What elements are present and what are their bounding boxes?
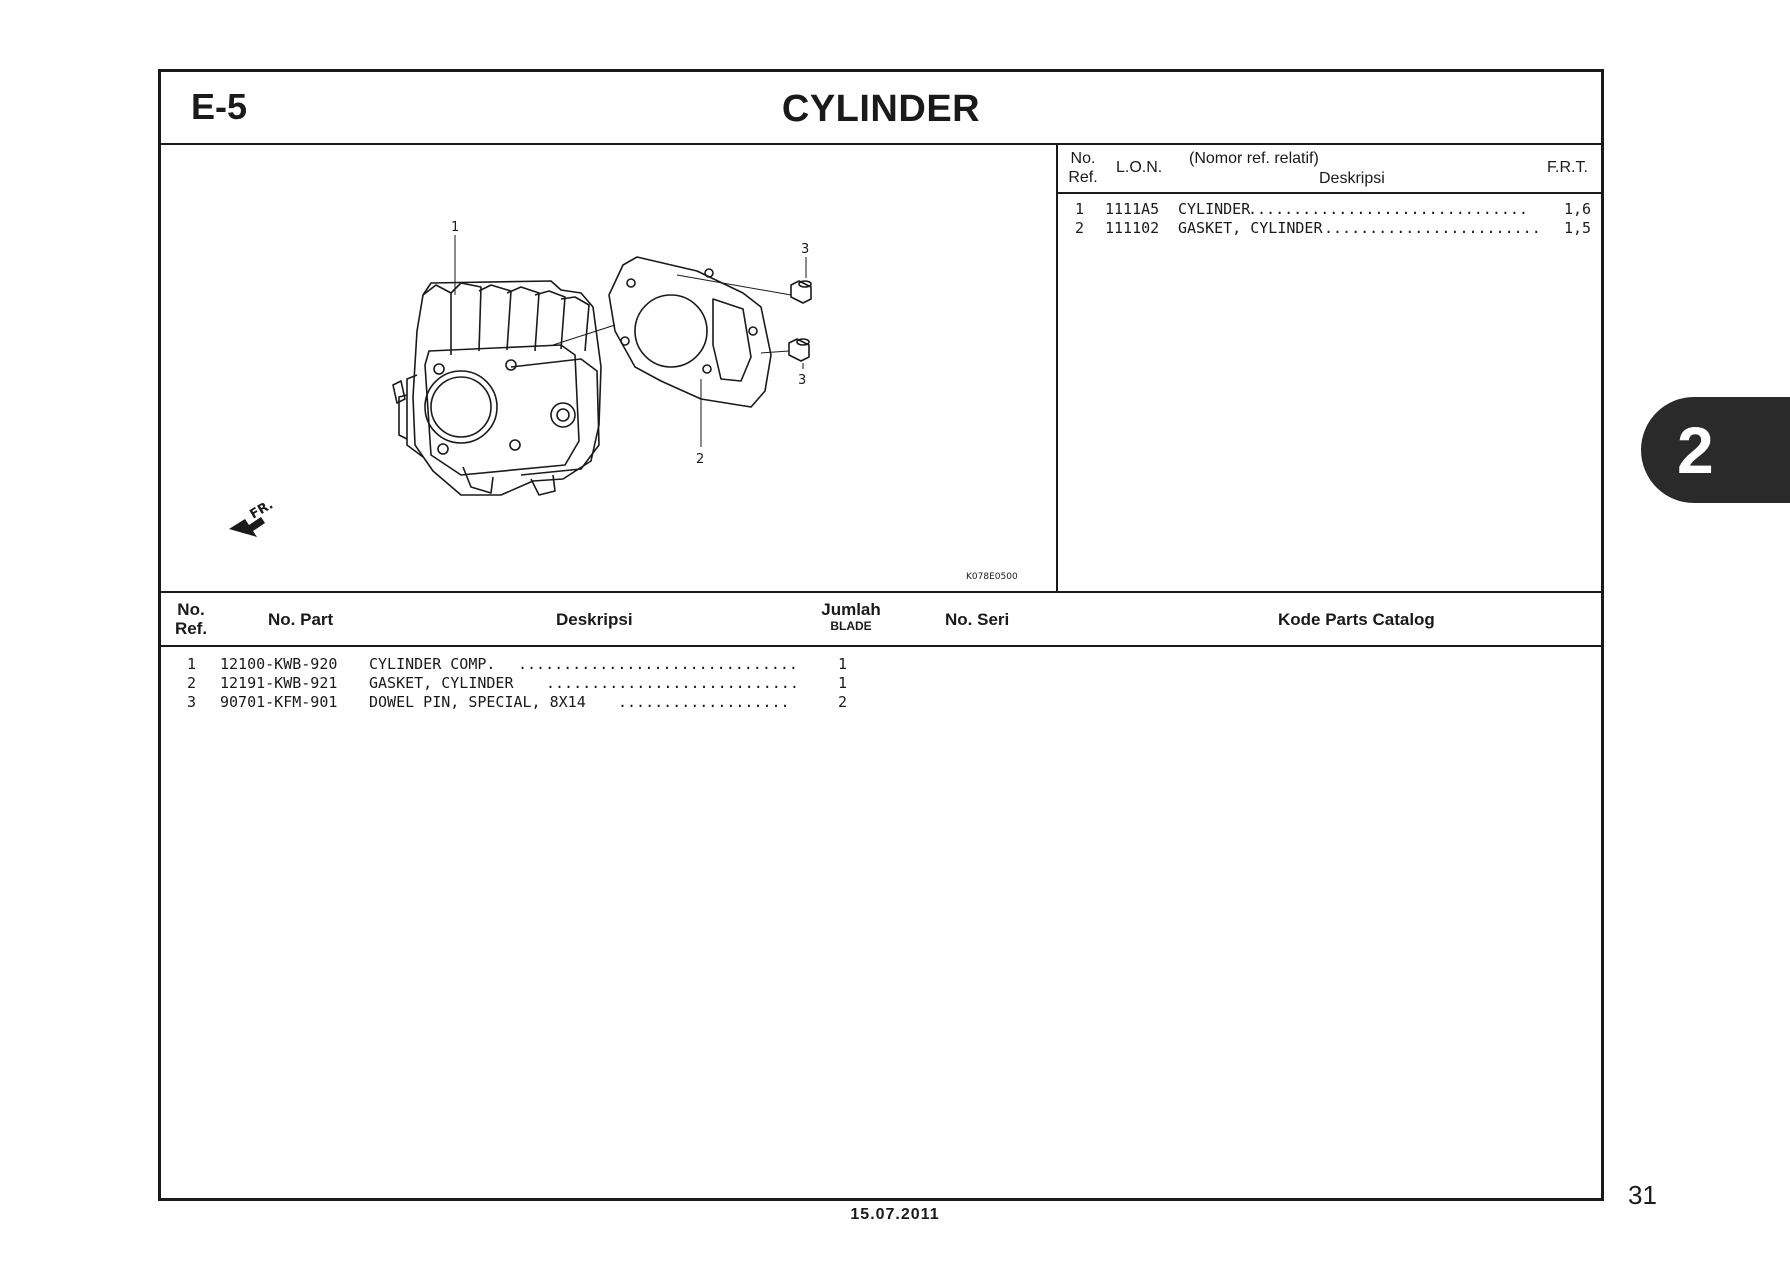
section-tab: 2 xyxy=(1641,397,1790,503)
parts-col-deskripsi: Deskripsi xyxy=(556,610,633,629)
front-arrow-icon xyxy=(229,517,265,537)
parts-col-no-seri: No. Seri xyxy=(945,610,1010,629)
ref-col-no: No. Ref. xyxy=(1068,150,1098,186)
cylinder-block xyxy=(412,280,602,496)
parts-col-no-part: No. Part xyxy=(268,610,334,629)
ref-col-nomor: (Nomor ref. relatif) xyxy=(1189,150,1319,167)
title-divider xyxy=(161,143,1601,145)
exploded-diagram: 1 2 3 3 FR. K078E0500 xyxy=(229,220,1018,582)
ref-col-lon: L.O.N. xyxy=(1116,159,1163,176)
ref-header-divider xyxy=(1056,192,1601,194)
diagram-code: K078E0500 xyxy=(966,572,1018,582)
parts-col-kode: Kode Parts Catalog xyxy=(1278,610,1435,629)
page-number: 31 xyxy=(1628,1180,1657,1210)
section-code: E-5 xyxy=(191,86,248,127)
parts-top-divider xyxy=(161,591,1601,593)
ref-col-deskripsi: Deskripsi xyxy=(1319,170,1385,187)
parts-col-no: No. Ref. xyxy=(174,600,208,638)
ref-col-frt: F.R.T. xyxy=(1547,159,1588,176)
callout-3b: 3 xyxy=(798,373,806,388)
parts-col-jumlah: Jumlah BLADE xyxy=(821,600,881,633)
print-date: 15.07.2011 xyxy=(850,1206,940,1223)
page-title: CYLINDER xyxy=(781,88,981,130)
callout-2: 2 xyxy=(696,452,704,467)
dowel-pin-upper xyxy=(790,280,812,304)
dowel-pin-lower xyxy=(788,338,810,362)
callout-1: 1 xyxy=(451,220,459,235)
callout-3a: 3 xyxy=(801,242,809,257)
catalog-page-frame: E-5 CYLINDER xyxy=(158,69,1604,1201)
parts-header-divider xyxy=(161,645,1601,647)
diagram-divider xyxy=(1056,143,1058,591)
